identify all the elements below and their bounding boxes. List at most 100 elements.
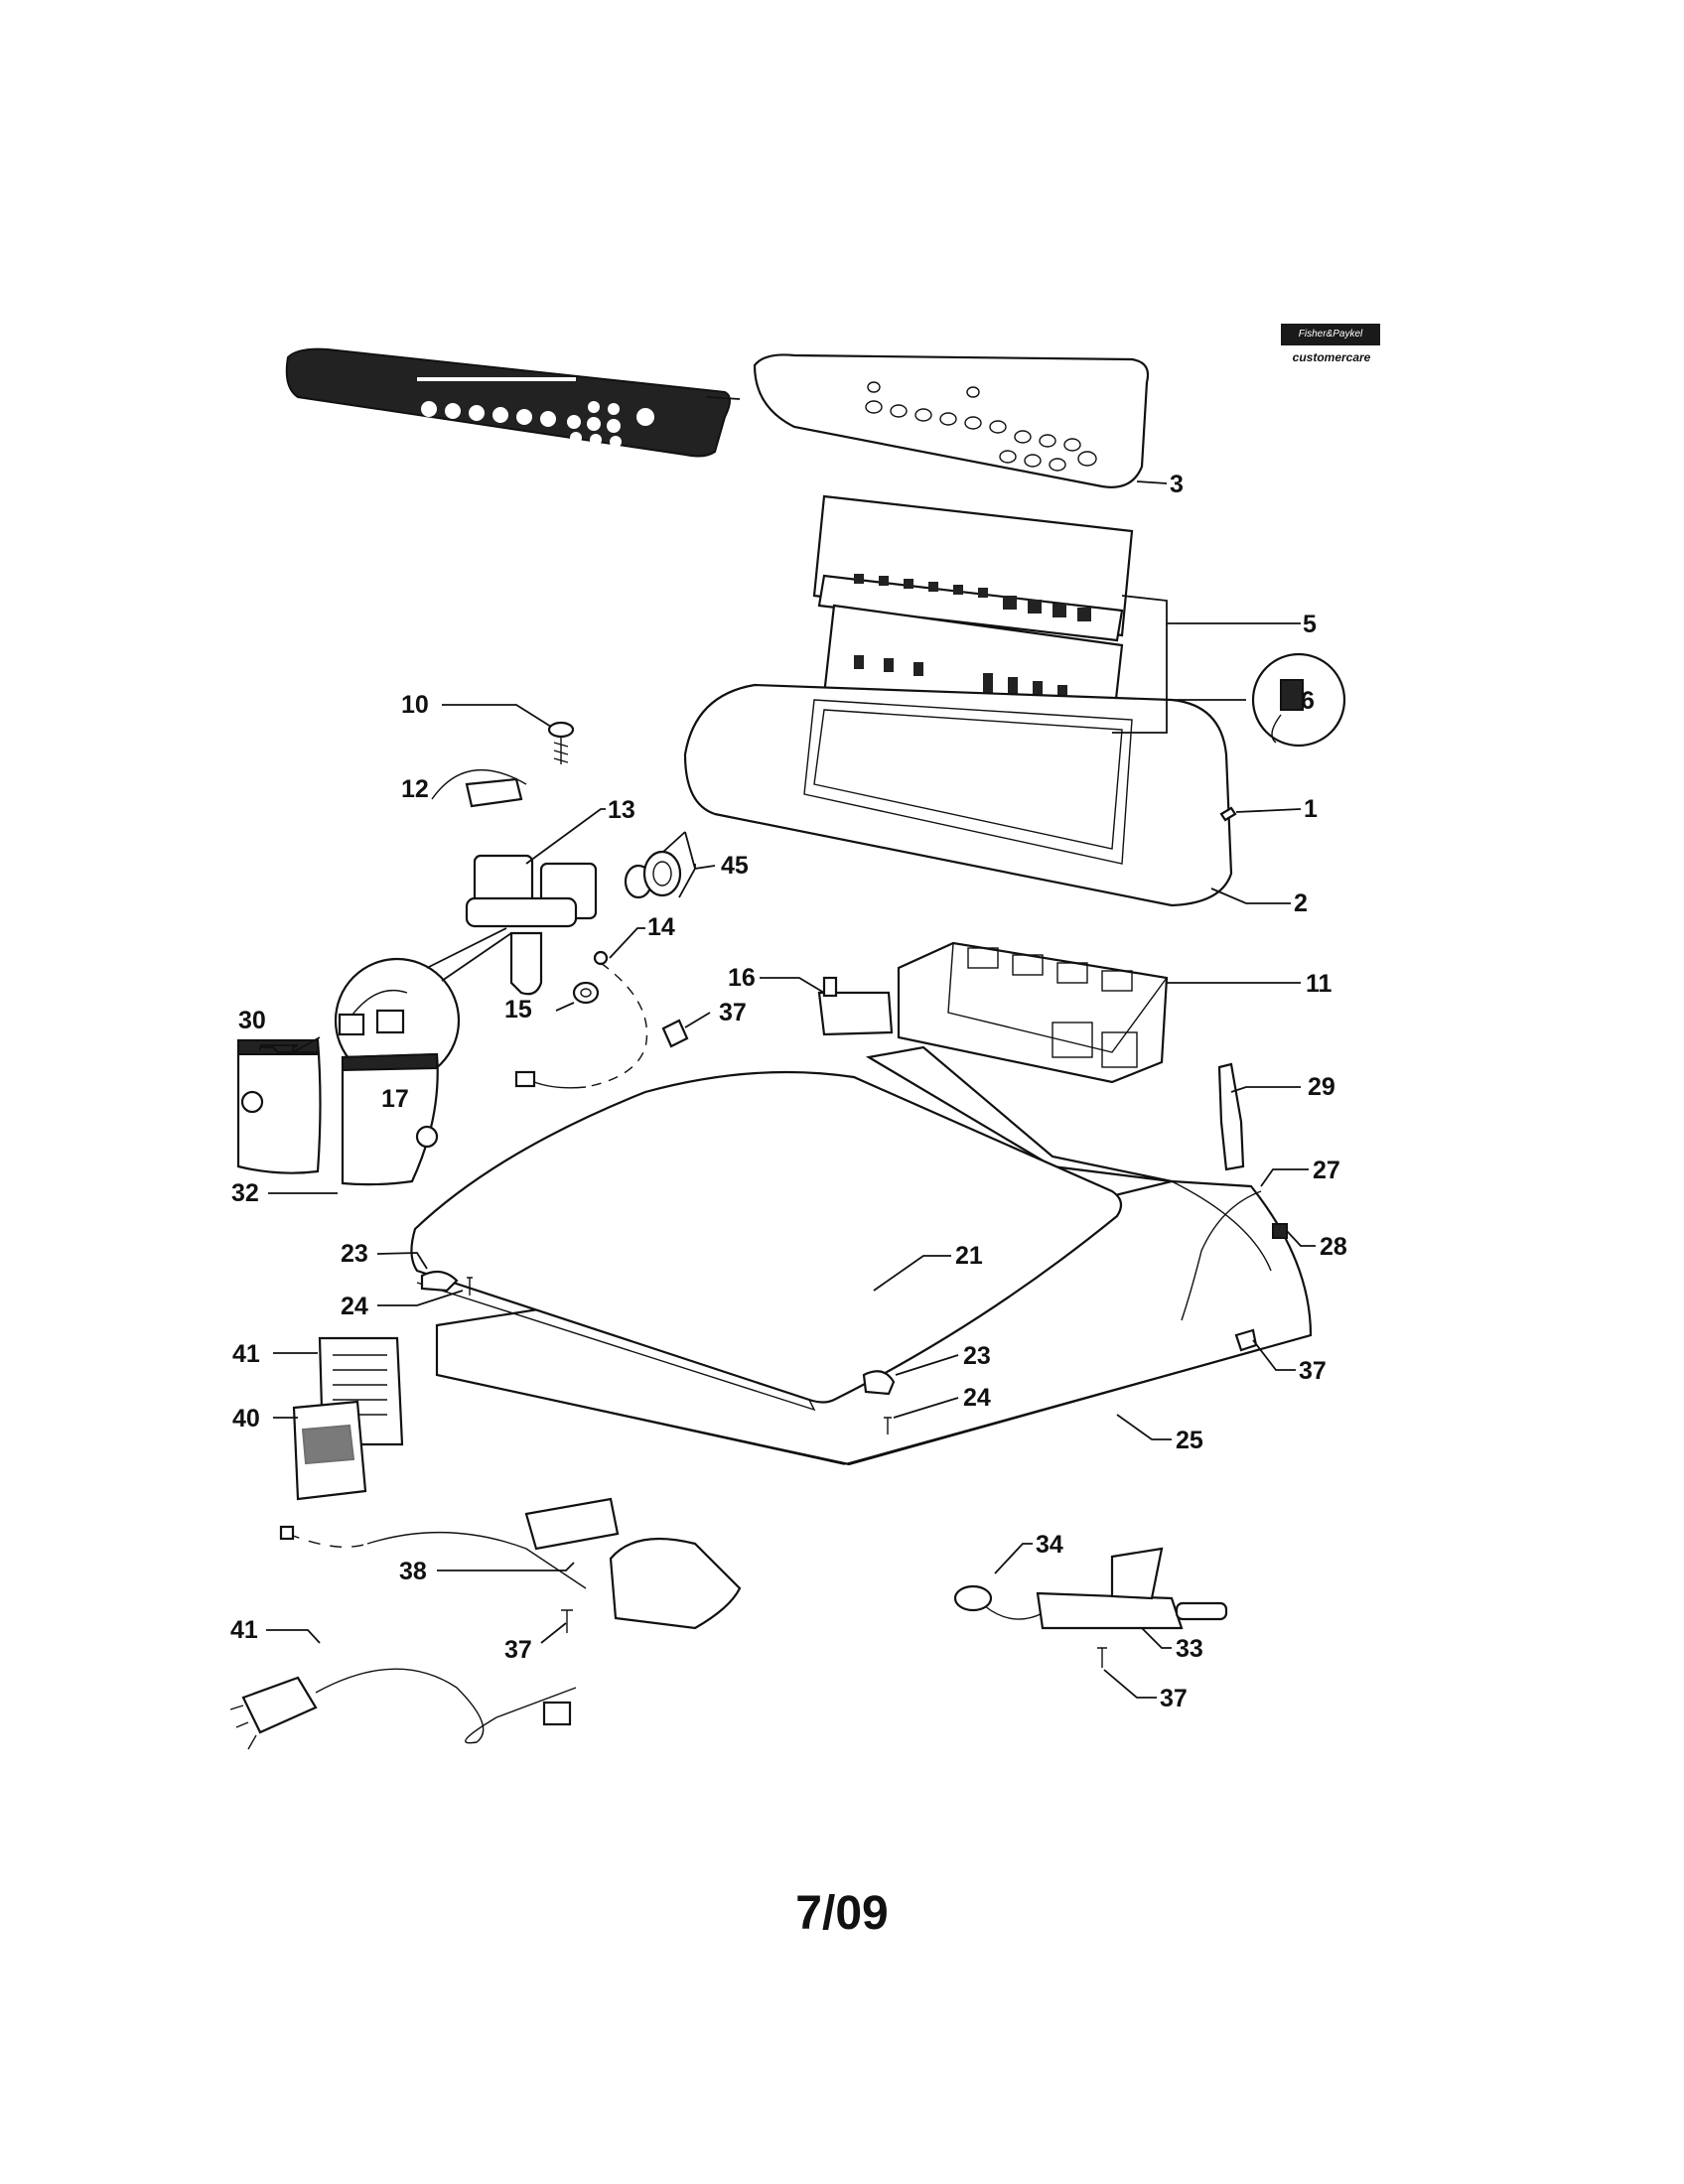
- part-28-hinge: [1217, 1062, 1245, 1171]
- leader-34-upper: [684, 1012, 711, 1028]
- callout-23-left: 23: [341, 1240, 368, 1268]
- part-37-screw-right: [1097, 1647, 1107, 1668]
- leader-21: [873, 1255, 951, 1292]
- leader-10: [442, 704, 552, 728]
- brand-logo-top: Fisher&Paykel: [1281, 324, 1380, 345]
- callout-13: 13: [608, 796, 635, 824]
- part-17-wiring-inset: [334, 927, 512, 1084]
- leader-23-left: [376, 1252, 428, 1270]
- leader-29: [259, 1036, 321, 1053]
- callout-28: 29: [1308, 1073, 1335, 1101]
- callout-24-right: 24: [963, 1384, 991, 1412]
- callout-30: 32: [231, 1179, 259, 1207]
- page-number: 7/09: [795, 1887, 889, 1940]
- leader-37-left: [540, 1622, 567, 1644]
- callout-5: 5: [1303, 611, 1317, 638]
- leader-14: [609, 927, 645, 959]
- part-13-inlet-valve: [465, 854, 598, 996]
- callout-29: 30: [238, 1007, 266, 1034]
- callout-25: 25: [1176, 1427, 1203, 1454]
- part-26-wire: [1181, 1190, 1262, 1321]
- leader-38: [437, 1562, 575, 1571]
- callout-37-left: 37: [504, 1636, 532, 1664]
- callout-45: 45: [721, 852, 749, 880]
- callout-3: 3: [1170, 471, 1184, 498]
- callout-26: 27: [1313, 1157, 1340, 1184]
- leader-26: [1260, 1168, 1309, 1187]
- leader-34-lower: [1252, 1339, 1296, 1371]
- leader-13: [525, 808, 606, 865]
- part-45-filter-washers: [624, 850, 682, 899]
- part-33-hose-end: [953, 1584, 1044, 1620]
- leader-32: [1141, 1627, 1172, 1649]
- leader-25: [1116, 1414, 1172, 1440]
- callout-21: 21: [955, 1242, 983, 1270]
- callout-6: 6: [1301, 687, 1315, 715]
- part-3-overlay: [753, 353, 1150, 488]
- callout-37-right: 37: [1160, 1685, 1188, 1712]
- part-23-bumper-right: [862, 1370, 896, 1396]
- part-41-power-cord: [229, 1668, 577, 1750]
- part-34-upper-clip: [661, 1019, 689, 1048]
- callout-39: 40: [232, 1405, 260, 1433]
- callout-17: 17: [381, 1085, 409, 1113]
- callout-27: 28: [1320, 1233, 1347, 1261]
- callout-1: 1: [1304, 795, 1318, 823]
- callout-16: 16: [728, 964, 756, 992]
- part-24-screw-left: [467, 1277, 473, 1296]
- leader-lines: [259, 396, 1316, 1699]
- leader-33: [994, 1543, 1033, 1574]
- callout-14: 14: [647, 913, 675, 941]
- part-11-controller: [897, 941, 1169, 1084]
- part-14-harness: [514, 950, 648, 1089]
- callout-11: 11: [1306, 970, 1333, 998]
- callout-33: 34: [1036, 1531, 1063, 1559]
- callout-38: 38: [399, 1558, 427, 1585]
- leader-23-right: [895, 1354, 959, 1376]
- leader-1: [1235, 808, 1302, 813]
- leader-fascia: [706, 396, 741, 400]
- callout-40: 41: [232, 1340, 260, 1368]
- callout-32: 33: [1176, 1635, 1203, 1663]
- part-37-screw-left: [561, 1609, 573, 1633]
- part-1-screw: [1219, 806, 1237, 822]
- part-10-screw: [547, 721, 575, 764]
- brand-logo: Fisher&Paykel customercare: [1281, 324, 1382, 373]
- part-24-screw-right: [884, 1417, 892, 1434]
- leader-15: [555, 1002, 575, 1012]
- callout-2: 2: [1294, 889, 1308, 917]
- part-2-console-housing: [683, 683, 1233, 907]
- part-23-bumper-left: [420, 1270, 459, 1293]
- part-29-warning-label: [236, 1038, 322, 1174]
- part-12-clip: [431, 769, 527, 808]
- leader-37-right: [1103, 1669, 1157, 1699]
- part-16-bracket: [817, 976, 894, 1036]
- brand-logo-bottom: customercare: [1292, 350, 1371, 364]
- callout-10: 10: [401, 691, 429, 719]
- callout-24-left: 24: [341, 1293, 368, 1320]
- callout-34-lower: 37: [1299, 1357, 1327, 1385]
- leader-2: [1210, 887, 1291, 904]
- callout-23-right: 23: [963, 1342, 991, 1370]
- part-15-grommet: [572, 981, 600, 1005]
- callout-numbers: 3 5 6 10 1 12 13 45 2 14 16 11 15 37 30 …: [230, 471, 1347, 1712]
- part-21-lid: [410, 1070, 1123, 1412]
- leader-41: [266, 1629, 321, 1644]
- callout-12: 12: [401, 775, 429, 803]
- part-6-connector: [1251, 652, 1346, 748]
- part-39-bag: [292, 1400, 367, 1501]
- leader-24-left: [377, 1290, 464, 1306]
- control-panel-fascia: [285, 347, 731, 458]
- leader-24-right: [893, 1397, 959, 1419]
- part-27-switch: [1272, 1223, 1288, 1239]
- part-30-warning-label: [341, 1052, 439, 1186]
- leader-27: [1286, 1230, 1316, 1247]
- leader-45: [662, 831, 716, 898]
- leader-5: [1112, 595, 1301, 734]
- part-32-drain-hose: [1036, 1547, 1228, 1630]
- leader-28: [1230, 1086, 1301, 1093]
- callout-34-upper: 37: [719, 999, 747, 1026]
- leader-16: [760, 977, 825, 994]
- callout-41: 41: [230, 1616, 258, 1644]
